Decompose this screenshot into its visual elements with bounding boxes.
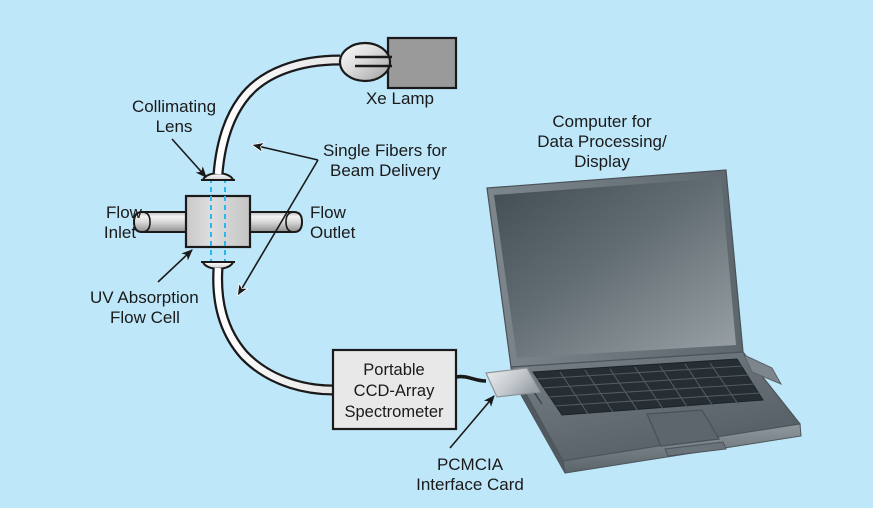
laptop-speaker <box>742 353 783 386</box>
label-spectrometer-line3: Spectrometer <box>344 403 444 421</box>
text-labels: Collimating Lens Xe Lamp Single Fibers f… <box>90 89 667 494</box>
label-uv-flow-cell-line1: UV Absorption <box>90 288 199 307</box>
label-pcmcia-line2: Interface Card <box>416 475 524 494</box>
label-pcmcia-line1: PCMCIA <box>437 455 504 474</box>
leader-lines <box>157 138 495 449</box>
laptop-screen <box>494 178 736 358</box>
pcmcia-interface-card <box>485 367 541 398</box>
leader-flow-cell <box>157 249 193 283</box>
uv-beam-path <box>210 178 226 262</box>
leader-fiber-top <box>253 145 319 161</box>
label-flow-outlet-line2: Outlet <box>310 223 356 242</box>
leader-collimating-lens <box>171 138 207 178</box>
xenon-lamp <box>338 36 458 90</box>
laptop-computer <box>486 169 802 474</box>
optical-fiber-detector <box>212 267 334 396</box>
collimating-lens-bottom <box>201 261 235 270</box>
label-xe-lamp: Xe Lamp <box>366 89 434 108</box>
label-flow-outlet-line1: Flow <box>310 203 347 222</box>
label-collimating-lens-line1: Collimating <box>132 97 216 116</box>
label-spectrometer-line1: Portable <box>363 361 424 379</box>
label-computer-line3: Display <box>574 152 630 171</box>
leader-pcmcia <box>449 395 495 449</box>
label-computer-line2: Data Processing/ <box>537 132 667 151</box>
keyboard-keys <box>536 362 761 415</box>
label-single-fibers-line2: Beam Delivery <box>330 161 441 180</box>
label-flow-inlet-line1: Flow <box>106 203 143 222</box>
label-computer-line1: Computer for <box>552 112 652 131</box>
flow-tube-outlet <box>239 211 304 233</box>
leader-fiber-bottom <box>238 159 319 295</box>
label-collimating-lens-line2: Lens <box>156 117 193 136</box>
laptop-trackpad <box>646 409 721 447</box>
spectrometer-cable <box>455 374 487 383</box>
label-spectrometer-line2: CCD-Array <box>354 382 435 400</box>
laptop-trackpad-button <box>664 441 727 457</box>
ccd-array-spectrometer <box>331 348 458 431</box>
label-single-fibers-line1: Single Fibers for <box>323 141 447 160</box>
uv-absorption-flow-cell <box>184 194 252 249</box>
flow-tube-inlet <box>132 211 197 233</box>
optical-fiber-source <box>212 54 341 175</box>
label-flow-inlet-line2: Inlet <box>104 223 136 242</box>
label-uv-flow-cell-line2: Flow Cell <box>110 308 180 327</box>
